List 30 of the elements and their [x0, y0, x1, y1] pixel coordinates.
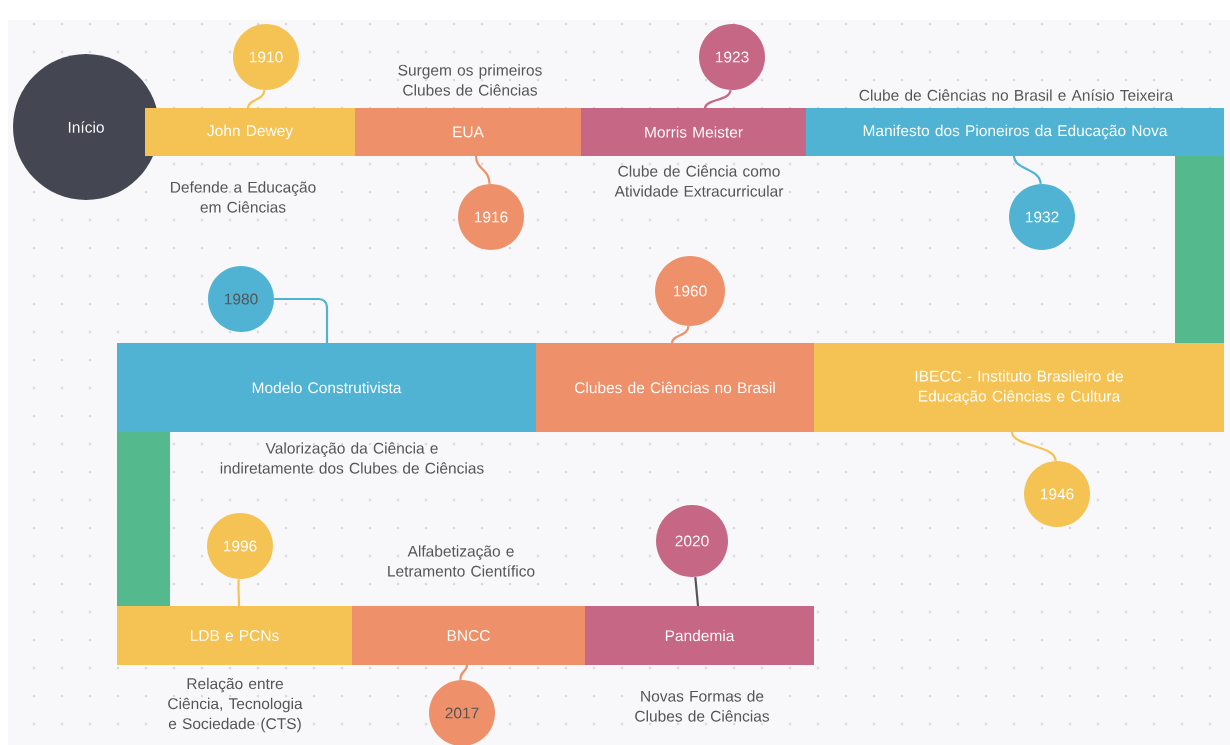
timeline-segment: IBECC - Instituto Brasileiro de Educação Ciências e Cultura	[814, 343, 1224, 432]
description-text: Clube de Ciência como Atividade Extracurricular	[614, 165, 784, 197]
stem-line	[237, 579, 241, 606]
stem-line	[703, 89, 732, 109]
timeline-segment: Modelo Construtivista	[117, 343, 536, 432]
description-text: Novas Formas de Clubes de Ciências	[635, 690, 770, 722]
stem-line	[246, 89, 266, 109]
timeline-segment: Morris Meister	[581, 108, 806, 156]
stem-line	[1010, 431, 1057, 462]
description-text: Relação entre Ciência, Tecnologia e Sociedade (CTS)	[168, 677, 303, 733]
stem-line	[474, 155, 491, 184]
timeline-segment: Pandemia	[585, 606, 814, 665]
description-text: Valorização da Ciência e indiretamente dos Clubes de Ciências	[220, 442, 484, 474]
timeline-segment: Manifesto dos Pioneiros da Educação Nova	[806, 108, 1224, 156]
stem-line	[274, 297, 329, 343]
timeline-segment: Clubes de Ciências no Brasil	[536, 343, 814, 432]
description-text: Alfabetização e Letramento Científico	[388, 545, 535, 577]
timeline-segment: John Dewey	[145, 108, 355, 156]
connector-band	[1175, 156, 1224, 343]
timeline-segment: EUA	[355, 108, 581, 156]
description-text: Clube de Ciências no Brasil e Anísio Teixeira	[859, 89, 1174, 101]
description-text: Surgem os primeiros Clubes de Ciências	[398, 64, 542, 96]
connector-band	[117, 432, 170, 606]
description-text: Defende a Educação em Ciências	[171, 181, 316, 213]
stem-line	[1012, 155, 1042, 185]
timeline-segment: BNCC	[352, 606, 585, 665]
timeline-segment: LDB e PCNs	[117, 606, 352, 665]
stem-line	[459, 664, 469, 680]
stem-line	[694, 576, 700, 607]
stem-line	[670, 325, 690, 344]
